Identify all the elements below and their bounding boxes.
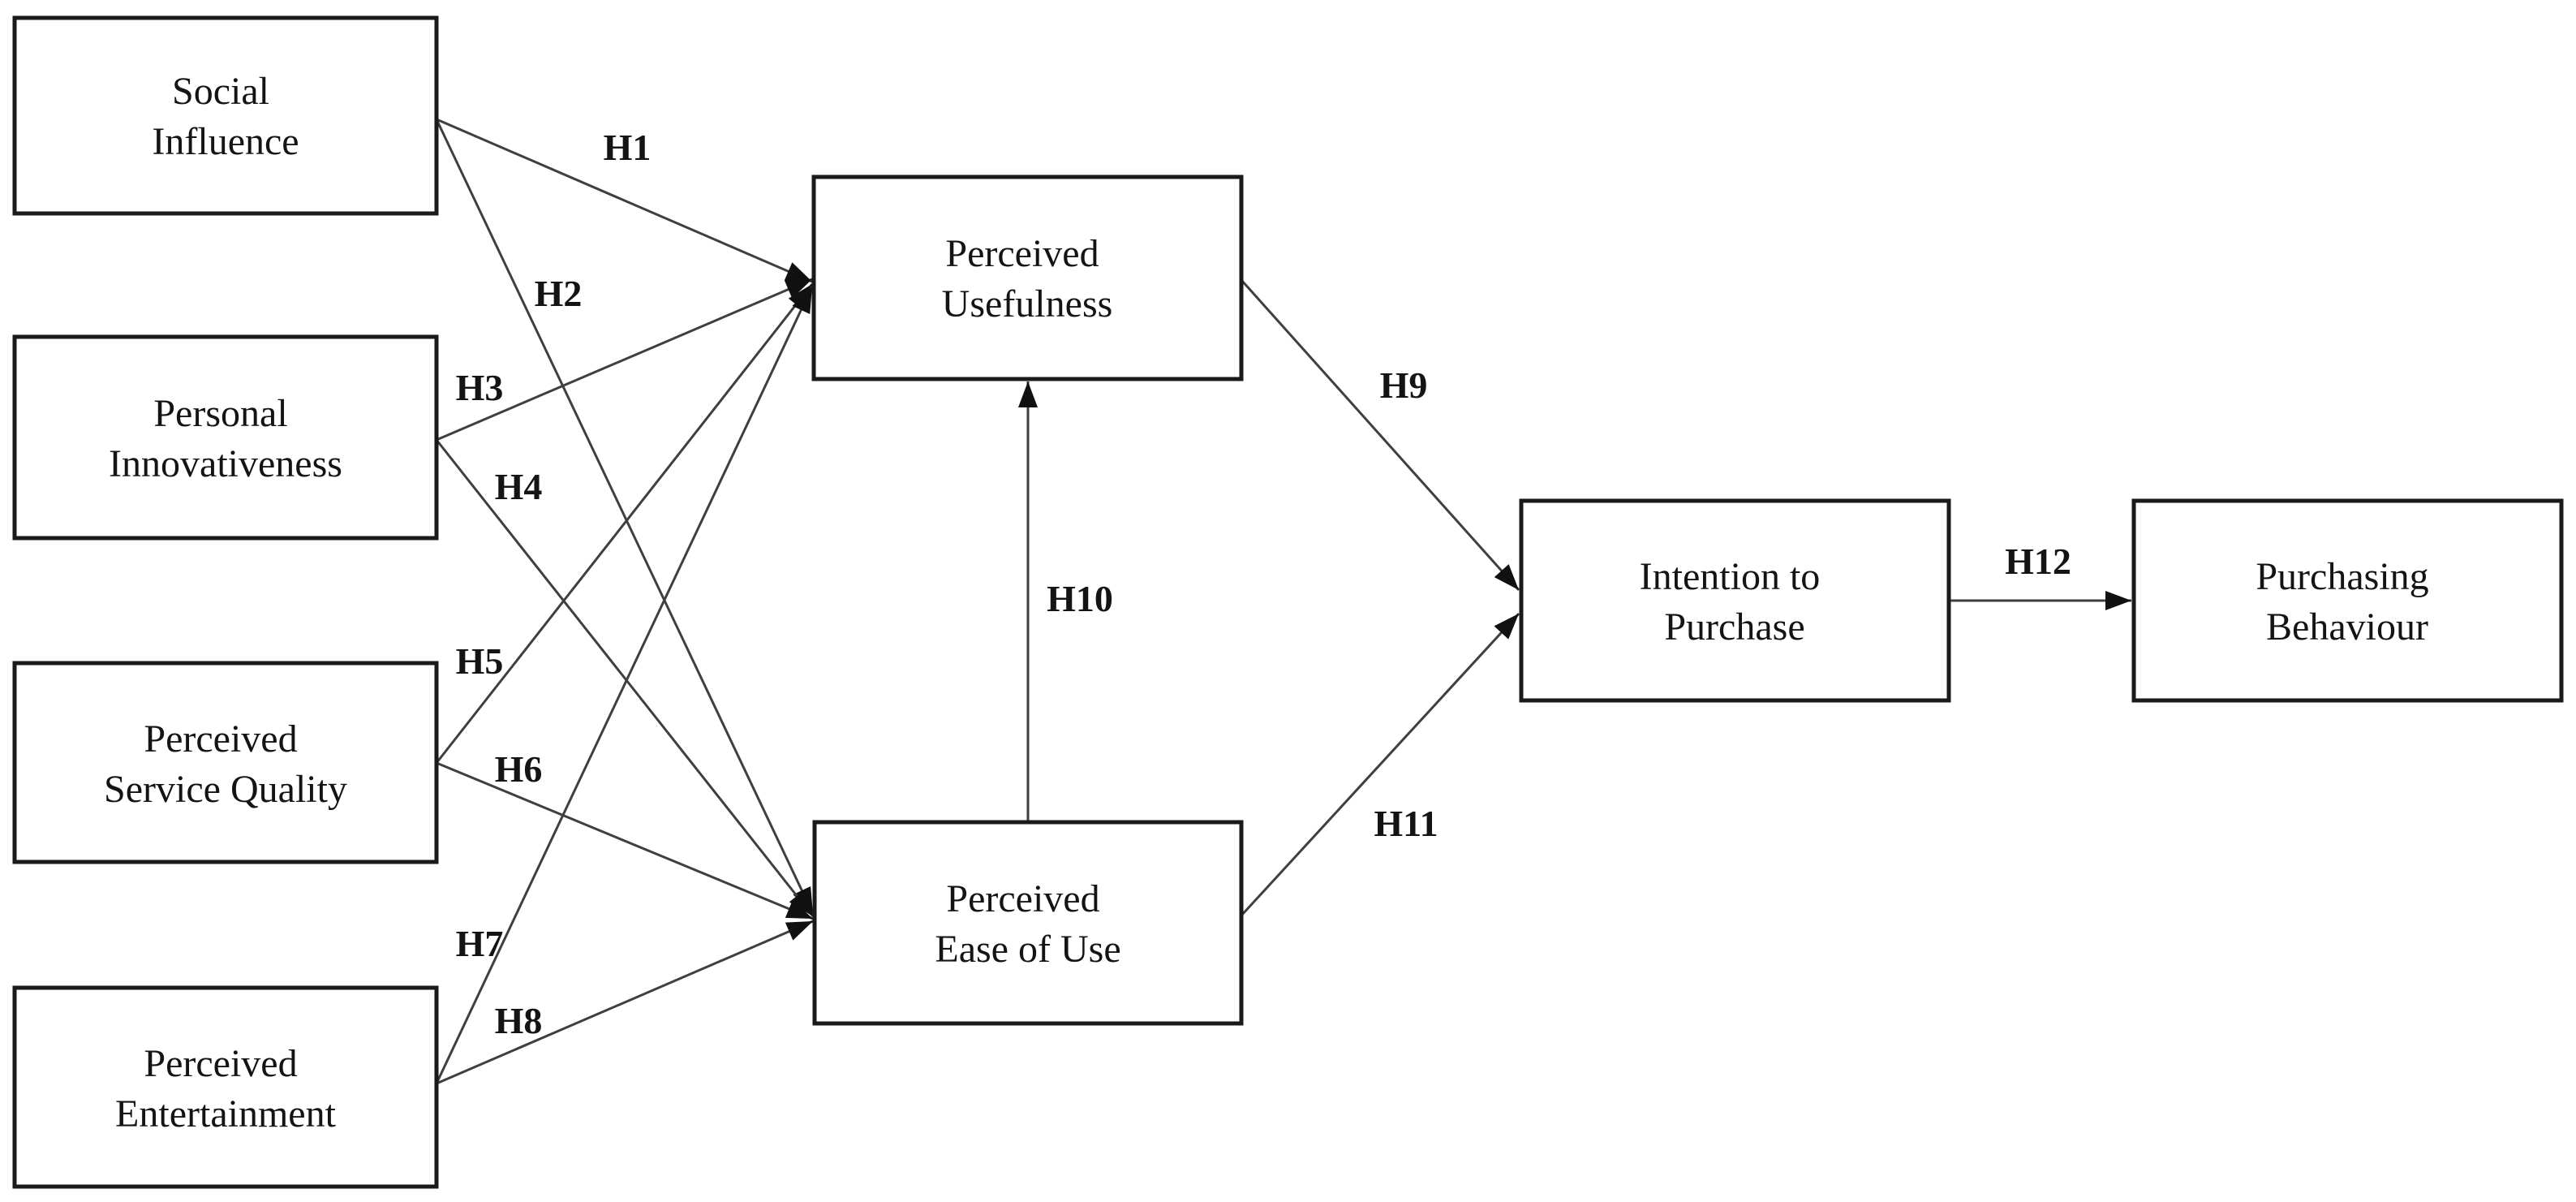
node-label-line2: Service Quality xyxy=(104,768,347,811)
edge-label-h5: H5 xyxy=(456,640,504,682)
edge-label-layer: H1 H2 H3 H4 H5 H6 H7 H8 H9 H10 H11 H12 xyxy=(456,127,2071,1041)
edge-h9 xyxy=(1240,278,1520,592)
edge-h1 xyxy=(436,118,813,283)
node-purchasing-behaviour: Purchasing Behaviour xyxy=(2131,498,2564,703)
node-personal-innovativeness: Personal Innovativeness xyxy=(12,334,439,541)
node-label: Perceived Ease of Use xyxy=(935,877,1120,971)
node-label-line1: Purchasing xyxy=(2256,555,2428,598)
edge-label-h3: H3 xyxy=(456,367,504,408)
edge-label-h1: H1 xyxy=(604,127,652,168)
node-label: Perceived Usefulness xyxy=(942,232,1113,325)
edge-label-h11: H11 xyxy=(1374,803,1438,844)
node-box xyxy=(811,174,1244,381)
node-label-line2: Ease of Use xyxy=(935,928,1120,971)
edge-h6 xyxy=(436,761,814,920)
edge-label-h7: H7 xyxy=(456,923,504,964)
node-perceived-usefulness: Perceived Usefulness xyxy=(811,174,1244,381)
node-label: Purchasing Behaviour xyxy=(2256,555,2438,648)
node-box xyxy=(12,985,439,1189)
node-label-line1: Perceived xyxy=(144,1042,297,1085)
node-box xyxy=(2131,498,2564,703)
node-label-line2: Influence xyxy=(152,120,299,163)
edge-layer xyxy=(435,118,2131,1085)
node-social-influence: Social Influence xyxy=(12,15,439,216)
node-label-line2: Behaviour xyxy=(2266,605,2428,648)
edge-label-h10: H10 xyxy=(1047,578,1113,619)
node-label: Social Influence xyxy=(152,70,299,163)
edge-h11 xyxy=(1240,612,1520,917)
node-label-line1: Perceived xyxy=(144,717,297,760)
node-label: Perceived Service Quality xyxy=(104,717,347,811)
node-label-line2: Innovativeness xyxy=(109,442,342,485)
node-label-line2: Purchase xyxy=(1664,605,1804,648)
node-label-line1: Intention to xyxy=(1640,555,1821,598)
node-box xyxy=(1519,498,1951,703)
node-label-line1: Social xyxy=(172,70,269,113)
node-label: Intention to Purchase xyxy=(1640,555,1830,648)
node-intention-to-purchase: Intention to Purchase xyxy=(1519,498,1951,703)
node-box xyxy=(12,334,439,541)
node-perceived-service-quality: Perceived Service Quality xyxy=(12,661,439,864)
edge-h3 xyxy=(436,278,813,442)
edge-h5 xyxy=(435,283,814,764)
node-box xyxy=(12,15,439,216)
node-label: Perceived Entertainment xyxy=(115,1042,337,1135)
edge-label-h6: H6 xyxy=(495,748,543,790)
node-label-line1: Perceived xyxy=(946,877,1099,920)
node-label-line2: Usefulness xyxy=(942,282,1113,325)
node-perceived-entertainment: Perceived Entertainment xyxy=(12,985,439,1189)
edge-h4 xyxy=(435,439,815,917)
edge-label-h8: H8 xyxy=(495,1000,543,1041)
edge-h2 xyxy=(435,118,815,915)
node-label-line1: Personal xyxy=(153,392,287,435)
edge-h8 xyxy=(436,920,814,1085)
edge-label-h12: H12 xyxy=(2005,541,2071,582)
node-label: Personal Innovativeness xyxy=(109,392,342,485)
edge-label-h4: H4 xyxy=(495,466,543,507)
node-perceived-ease-of-use: Perceived Ease of Use xyxy=(812,820,1244,1026)
edge-h7 xyxy=(435,286,814,1084)
edge-label-h9: H9 xyxy=(1380,364,1428,406)
edge-label-h2: H2 xyxy=(535,273,583,314)
node-box xyxy=(12,661,439,864)
node-box xyxy=(812,820,1244,1026)
node-label-line1: Perceived xyxy=(945,232,1099,275)
node-label-line2: Entertainment xyxy=(115,1092,337,1135)
